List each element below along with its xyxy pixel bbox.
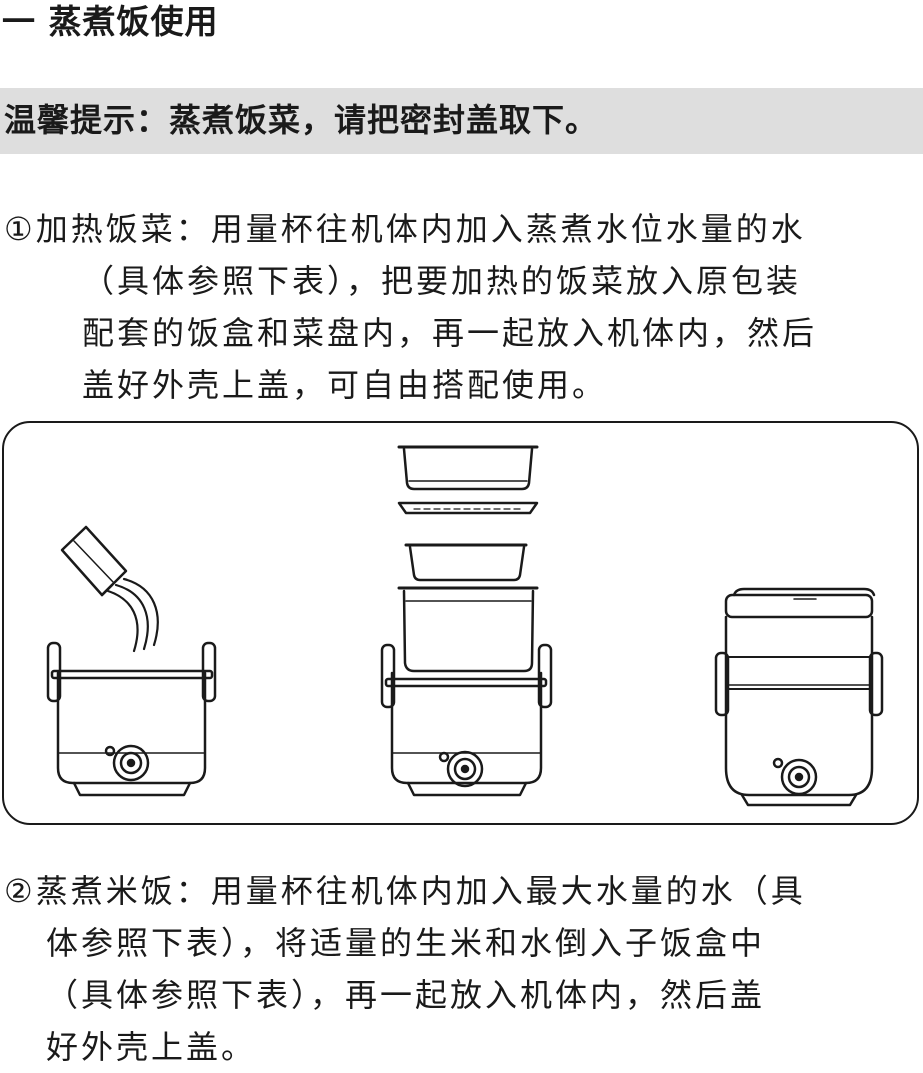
step-2-number: ② xyxy=(4,872,36,910)
steam-plate-icon xyxy=(397,501,539,515)
top-tray-icon xyxy=(397,445,539,491)
step-2-line-2: 体参照下表），将适量的生米和水倒入子饭盒中 xyxy=(46,924,766,962)
step-2-line-3: （具体参照下表），再一起放入机体内，然后盖 xyxy=(46,976,766,1014)
step-2-line-4: 好外壳上盖。 xyxy=(46,1028,257,1066)
illustration-svg xyxy=(46,445,884,807)
step-2-line-1: 蒸煮米饭：用量杯往机体内加入最大水量的水（具 xyxy=(35,872,806,910)
step-1-line-3: 配套的饭盒和菜盘内，再一起放入机体内，然后 xyxy=(82,314,818,352)
water-stream-icon xyxy=(106,577,159,653)
panel-stack-containers xyxy=(380,445,553,797)
cooker-base-icon-2 xyxy=(380,643,553,797)
step-2-text: ②蒸煮米饭：用量杯往机体内加入最大水量的水（具 体参照下表），将适量的生米和水倒… xyxy=(4,865,919,1073)
step-1-line-1: 加热饭菜：用量杯往机体内加入蒸煮水位水量的水 xyxy=(35,210,806,248)
tip-text: 温馨提示：蒸煮饭菜，请把密封盖取下。 xyxy=(4,101,599,139)
step-1-text: ①加热饭菜：用量杯往机体内加入蒸煮水位水量的水 （具体参照下表），把要加热的饭菜… xyxy=(4,203,919,411)
measuring-cup-icon xyxy=(60,525,128,597)
step-1-line-2: （具体参照下表），把要加热的饭菜放入原包装 xyxy=(82,262,802,300)
section-title: 一 蒸煮饭使用 xyxy=(2,2,219,41)
inner-pot-icon xyxy=(397,586,539,673)
illustration-frame xyxy=(2,421,919,825)
panel-pour-water xyxy=(46,525,217,797)
tip-banner: 温馨提示：蒸煮饭菜，请把密封盖取下。 xyxy=(0,88,923,154)
panel-assembled-cooker xyxy=(714,587,884,807)
small-rice-box-icon xyxy=(404,543,528,582)
cooker-base-icon xyxy=(46,641,217,797)
step-1-number: ① xyxy=(4,210,36,248)
step-1-line-4: 盖好外壳上盖，可自由搭配使用。 xyxy=(82,366,608,404)
assembled-cooker-icon xyxy=(714,587,884,807)
